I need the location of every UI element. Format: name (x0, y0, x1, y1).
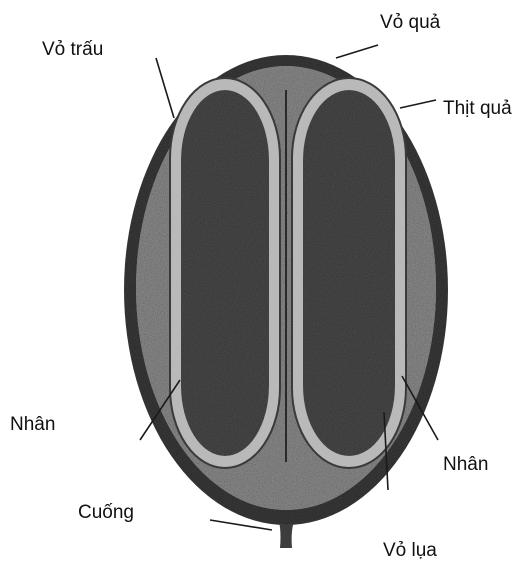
leader-vo-trau (156, 58, 174, 118)
left-bean (181, 90, 269, 456)
label-nhan-left: Nhân (10, 414, 55, 435)
label-vo-lua: Vỏ lụa (383, 540, 437, 561)
label-vo-qua: Vỏ quả (380, 12, 441, 33)
right-bean (303, 90, 395, 456)
label-vo-trau: Vỏ trấu (42, 39, 103, 60)
label-thit-qua: Thịt quả (443, 98, 512, 119)
label-nhan-right: Nhân (443, 454, 488, 475)
label-cuong: Cuống (78, 502, 134, 523)
leader-thit-qua (400, 100, 436, 108)
leader-vo-qua (336, 45, 378, 58)
